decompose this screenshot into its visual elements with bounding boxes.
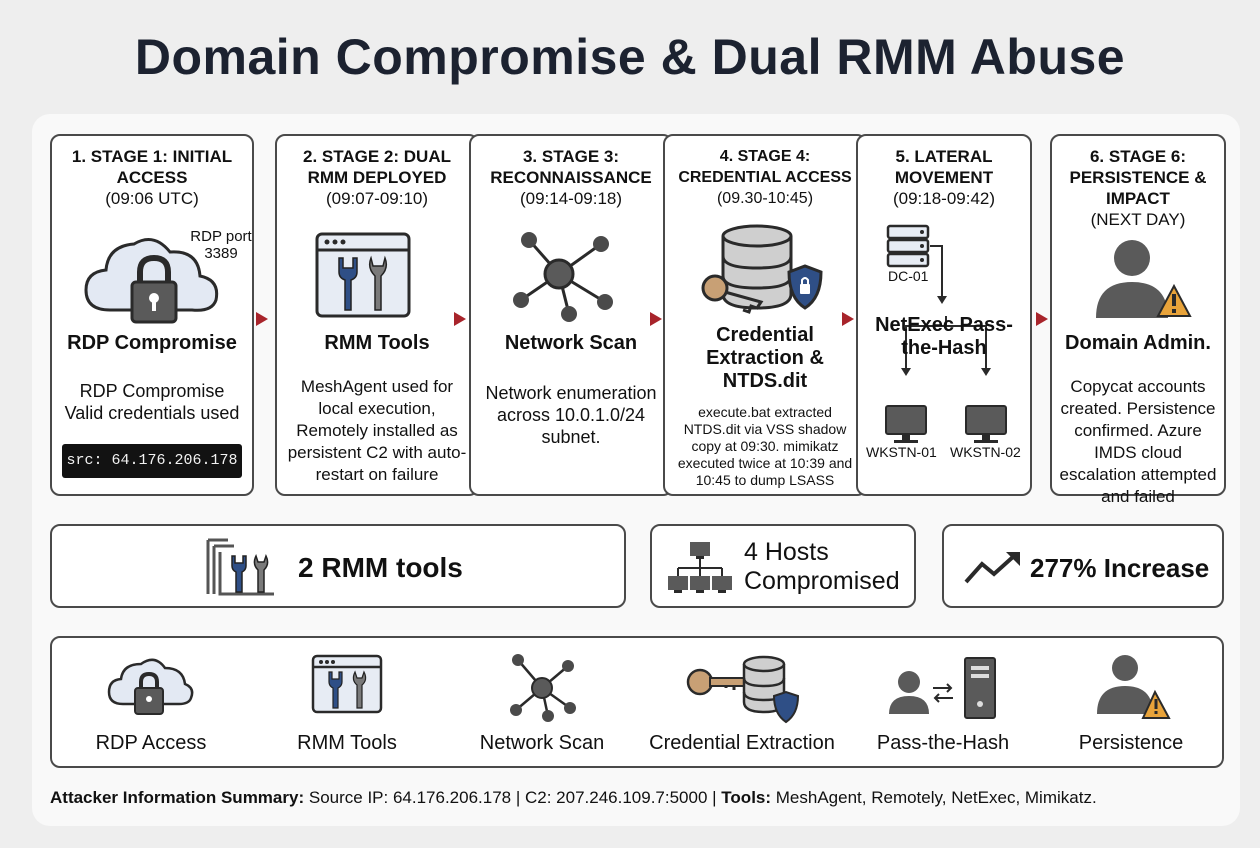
flow-arrow-icon xyxy=(454,312,466,326)
stage-description: MeshAgent used for local execution, Remo… xyxy=(287,377,467,484)
node-label-ws2: WKSTN-02 xyxy=(950,444,1021,460)
stage-name: Credential Extraction & NTDS.dit xyxy=(706,324,824,392)
flow-arrow-icon xyxy=(842,312,854,326)
server-workstations-icon xyxy=(886,224,991,376)
stage-name: RDP Compromise xyxy=(67,332,237,354)
stage-name: Domain Admin. xyxy=(1065,332,1211,354)
flow-arrow-icon xyxy=(256,312,268,326)
stage-card-reconnaissance: 3. Stage 3: Reconnaissance (09:14-09:18)… xyxy=(469,134,673,496)
legend-item-persistence: Persistence xyxy=(1068,638,1194,766)
stage-name: NetExec Pass-the-Hash xyxy=(875,314,1013,359)
workstation-icon xyxy=(885,405,927,443)
stat-increase: 277% Increase xyxy=(942,524,1224,608)
stat-hosts: 4 Hosts Compromised xyxy=(650,524,916,608)
stage-title: 5. Lateral Movement (09:18-09:42) xyxy=(892,147,996,208)
stage-title: 3. Stage 3: Reconnaissance (09:14-09:18) xyxy=(490,147,652,208)
stage-title: 6. Stage 6: Persistence & Impact (next d… xyxy=(1069,147,1207,229)
wrench-window-icon xyxy=(277,228,477,333)
attacker-summary: Attacker Information Summary: Source IP:… xyxy=(50,788,1097,807)
wrench-stack-icon xyxy=(206,538,274,596)
flow-arrow-icon xyxy=(650,312,662,326)
stage-description: execute.bat extracted NTDS.dit via VSS s… xyxy=(677,404,853,488)
cloud-lock-icon xyxy=(107,658,194,715)
rdp-port-label: RDP port 3389 xyxy=(190,228,252,262)
trend-up-icon xyxy=(964,552,1020,584)
legend-item-pass-the-hash: Pass-the-Hash xyxy=(868,638,1018,766)
wrench-window-icon xyxy=(311,654,383,714)
workstation-icon xyxy=(965,405,1007,443)
network-hosts-icon xyxy=(668,542,732,593)
stage-title: 1. Stage 1: Initial Access (09:06 UTC) xyxy=(71,147,233,208)
legend-label: Persistence xyxy=(1078,732,1184,754)
stat-label: 4 Hosts Compromised xyxy=(744,538,900,595)
stage-title: 2. Stage 2: Dual RMM Deployed (09:07-09:… xyxy=(303,147,451,208)
stat-rmm-tools: 2 RMM tools xyxy=(50,524,626,608)
user-server-icon xyxy=(889,657,996,719)
stage-card-credential-access: 4. Stage 4: Credential Access (09.30-10:… xyxy=(663,134,867,496)
legend-label: RDP Access xyxy=(95,732,207,754)
stage-name: RMM Tools xyxy=(324,332,430,354)
key-database-icon xyxy=(686,655,800,724)
database-key-shield-icon xyxy=(665,222,865,327)
stage-card-persistence: 6. Stage 6: Persistence & Impact (next d… xyxy=(1050,134,1226,506)
user-warning-icon xyxy=(1052,236,1224,331)
stage-description: RDP Compromise Valid credentials used xyxy=(64,381,240,423)
network-icon xyxy=(471,226,671,331)
stat-label: 277% Increase xyxy=(1030,553,1210,583)
source-ip-badge: src: 64.176.206.178 xyxy=(62,444,242,478)
network-icon xyxy=(510,654,576,722)
stage-name: Network Scan xyxy=(504,332,638,354)
stage-card-lateral-movement: 5. Lateral Movement (09:18-09:42) DC-01 … xyxy=(856,134,1032,496)
page-title: Domain Compromise & Dual RMM Abuse xyxy=(134,29,1126,85)
legend-item-network-scan: Network Scan xyxy=(470,638,614,766)
stat-label: 2 RMM tools xyxy=(298,552,463,583)
legend-item-rmm: RMM Tools xyxy=(274,638,420,766)
flow-arrow-icon xyxy=(1036,312,1048,326)
stage-description: Copycat accounts created. Persistence co… xyxy=(1059,377,1217,506)
user-warning-icon xyxy=(1097,655,1171,719)
stage-title: 4. Stage 4: Credential Access (09.30-10:… xyxy=(678,148,852,207)
legend-panel: RDP Access RMM Tools Network Scan xyxy=(50,636,1224,768)
legend-label: RMM Tools xyxy=(297,732,397,754)
node-label-ws1: WKSTN-01 xyxy=(866,444,937,460)
legend-label: Network Scan xyxy=(479,732,605,754)
legend-item-credential: Credential Extraction xyxy=(646,638,838,766)
stage-card-rmm-deployed: 2. Stage 2: Dual RMM Deployed (09:07-09:… xyxy=(275,134,479,496)
legend-label: Credential Extraction xyxy=(649,732,835,754)
node-label-dc: DC-01 xyxy=(888,268,929,284)
legend-label: Pass-the-Hash xyxy=(876,732,1010,754)
cloud-lock-icon xyxy=(52,222,252,337)
legend-item-rdp: RDP Access xyxy=(86,638,216,766)
stage-description: Network enumeration across 10.0.1.0/24 s… xyxy=(485,383,657,447)
stage-card-initial-access: 1. Stage 1: Initial Access (09:06 UTC) R… xyxy=(50,134,254,496)
